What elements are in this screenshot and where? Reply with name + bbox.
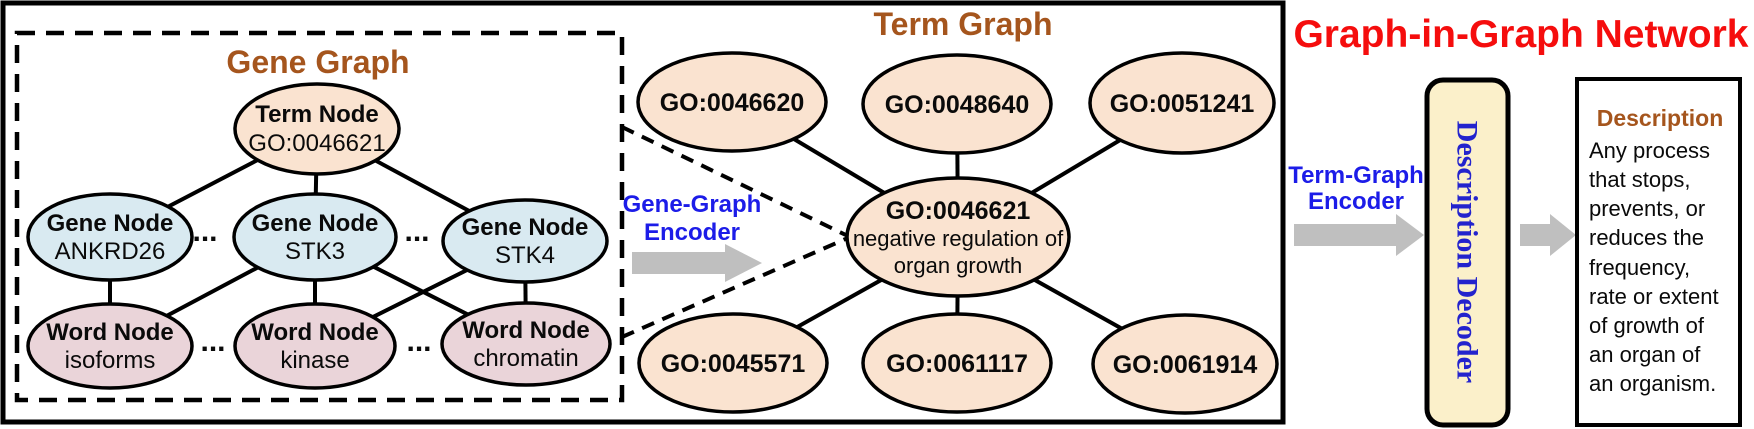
gene-node-stk4: Gene Node STK4: [441, 198, 609, 284]
gene-node-ellipse: [441, 198, 609, 284]
go-node-0048640: GO:0048640: [861, 53, 1053, 155]
description-panel-title: Description: [1597, 105, 1724, 131]
gene-node-label: Gene Node: [252, 210, 379, 237]
term-node-ellipse: [233, 82, 401, 176]
go-node-ellipse: [637, 312, 829, 414]
description-text-line: an organism.: [1589, 371, 1716, 396]
go-center-node-desc-line2: organ growth: [894, 253, 1022, 278]
term-node: Term Node GO:0046621: [233, 82, 401, 176]
gene-graph-encoder-arrow: [632, 244, 762, 282]
term-graph-encoder-arrow: [1294, 214, 1424, 256]
go-node-0061117: GO:0061117: [861, 312, 1053, 414]
gene-node-stk3: Gene Node STK3: [232, 192, 398, 282]
word-node-kinase: Word Node kinase: [233, 302, 397, 390]
description-decoder-label: Description Decoder: [1451, 121, 1484, 383]
word-node-value: isoforms: [65, 347, 156, 374]
go-node-0046621-center: GO:0046621 negative regulation of organ …: [845, 176, 1071, 298]
term-graph-encoder-label-line2: Encoder: [1308, 188, 1404, 215]
gene-node-value: ANKRD26: [55, 238, 166, 265]
description-text-line: an organ of: [1589, 342, 1701, 367]
go-node-label: GO:0045571: [661, 350, 806, 378]
go-node-label: GO:0046620: [660, 89, 805, 117]
gene-node-value: STK4: [495, 242, 555, 269]
gene-graph-title: Gene Graph: [226, 44, 409, 80]
go-node-ellipse: [861, 312, 1053, 414]
gene-node-ankrd26: Gene Node ANKRD26: [26, 192, 194, 282]
ellipsis-dots: ...: [192, 215, 217, 248]
word-node-label: Word Node: [462, 317, 590, 344]
gene-node-ellipse: [26, 192, 194, 282]
word-node-ellipse: [26, 302, 194, 390]
description-text-line: rate or extent: [1589, 284, 1719, 309]
description-panel: Description Any process that stops, prev…: [1575, 77, 1742, 427]
go-node-label: GO:0051241: [1110, 90, 1255, 118]
go-center-node-desc-line1: negative regulation of: [853, 226, 1064, 251]
go-node-label: GO:0048640: [885, 91, 1030, 119]
description-text-line: that stops,: [1589, 167, 1691, 192]
word-node-value: chromatin: [473, 345, 578, 372]
gene-node-value: STK3: [285, 238, 345, 265]
description-text-line: of growth of: [1589, 313, 1705, 338]
word-node-ellipse: [440, 301, 612, 387]
description-text-line: Any process: [1589, 138, 1710, 163]
description-decoder-rect: [1424, 77, 1511, 428]
go-node-0061914: GO:0061914: [1091, 313, 1279, 415]
go-node-label: GO:0061914: [1113, 351, 1258, 379]
description-panel-box: [1575, 77, 1742, 427]
go-node-0045571: GO:0045571: [637, 312, 829, 414]
term-node-label: Term Node: [255, 101, 379, 128]
go-center-node-id: GO:0046621: [886, 197, 1031, 225]
gene-graph-encoder-label-line2: Encoder: [644, 219, 740, 246]
description-text-line: prevents, or: [1589, 196, 1705, 221]
word-node-value: kinase: [280, 347, 349, 374]
ellipsis-dots: ...: [404, 215, 429, 248]
projection-dashed-line-top: [621, 125, 851, 239]
word-node-ellipse: [233, 302, 397, 390]
ellipsis-dots: ...: [406, 325, 431, 358]
projection-dashed-line-bottom: [621, 235, 851, 339]
decoder-output-arrow: [1520, 214, 1576, 256]
go-node-0051241: GO:0051241: [1088, 51, 1276, 155]
description-decoder-box: Description Decoder: [1424, 77, 1511, 428]
go-node-ellipse: [1091, 313, 1279, 415]
go-node-ellipse: [636, 51, 828, 153]
description-text-line: frequency,: [1589, 255, 1690, 280]
word-node-isoforms: Word Node isoforms: [26, 302, 194, 390]
go-node-0046620: GO:0046620: [636, 51, 828, 153]
description-text-line: reduces the: [1589, 225, 1704, 250]
gene-node-ellipse: [232, 192, 398, 282]
term-node-value: GO:0046621: [248, 130, 385, 157]
gene-node-label: Gene Node: [47, 210, 174, 237]
gene-node-label: Gene Node: [462, 214, 589, 241]
go-node-label: GO:0061117: [886, 350, 1028, 378]
network-title: Graph-in-Graph Network: [1293, 13, 1748, 56]
gene-graph-encoder-label-line1: Gene-Graph: [623, 191, 762, 218]
word-node-label: Word Node: [46, 319, 174, 346]
word-node-label: Word Node: [251, 319, 379, 346]
go-node-ellipse: [861, 53, 1053, 155]
gene-graph-dashed-box: [14, 30, 625, 403]
term-graph-encoder-label-line1: Term-Graph: [1288, 162, 1424, 189]
term-graph-title: Term Graph: [874, 6, 1053, 42]
ellipsis-dots: ...: [200, 325, 225, 358]
word-node-chromatin: Word Node chromatin: [440, 301, 612, 387]
go-center-node-ellipse: [845, 176, 1071, 298]
go-node-ellipse: [1088, 51, 1276, 155]
